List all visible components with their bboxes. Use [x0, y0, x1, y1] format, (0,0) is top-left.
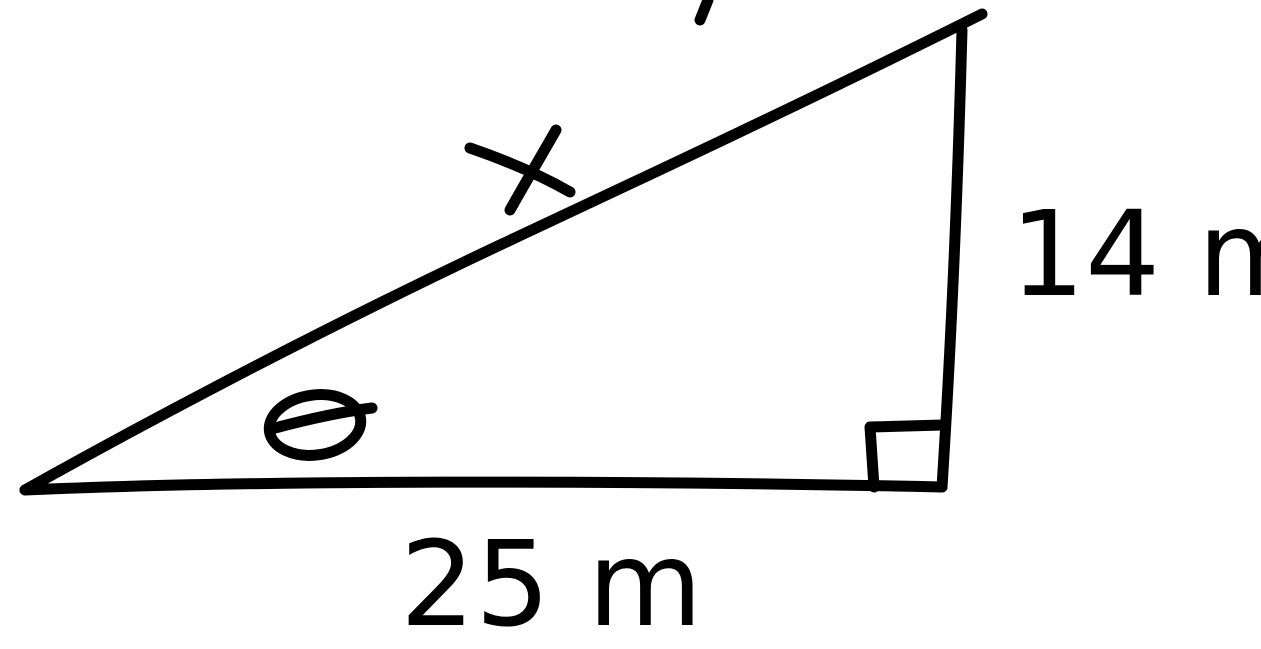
stray-mark: [694, 0, 714, 26]
hypotenuse-label: x: [520, 174, 521, 176]
horizontal-side: [19, 476, 948, 496]
angle-label-theta-bar: [269, 402, 378, 434]
vertical-side-label: 14 m: [1010, 185, 1261, 323]
horizontal-side-label: 25 m: [400, 515, 703, 649]
vertical-side: [936, 24, 968, 493]
angle-label: θ: [315, 429, 316, 431]
angle-label-theta-circle: [263, 389, 367, 461]
right-angle-marker: [864, 419, 949, 493]
hypotenuse-label-x-mark: [464, 124, 576, 216]
hypotenuse-side: [19, 8, 988, 496]
